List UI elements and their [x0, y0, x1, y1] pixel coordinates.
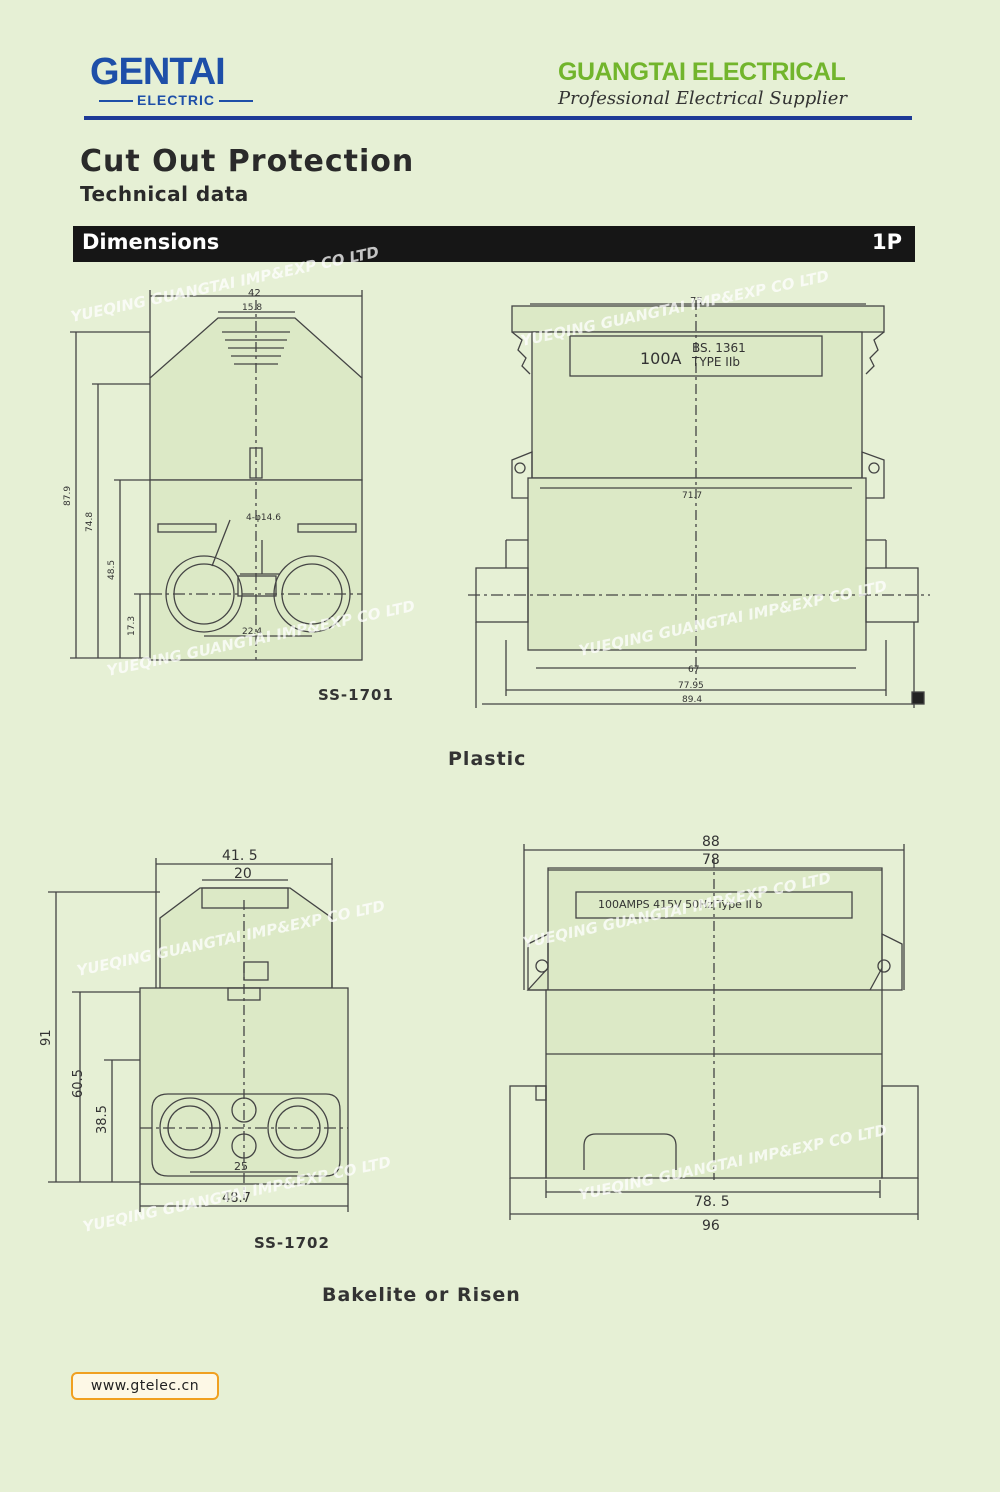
dim-ss1702-top-inner: 20 — [234, 866, 252, 882]
plate-ss1701-rating: 100A — [640, 349, 682, 368]
caption-bakelite: Bakelite or Risen — [322, 1284, 521, 1306]
ss1702-front-view — [509, 844, 919, 1220]
dim-ss1701-top-inner: 15.8 — [242, 303, 262, 313]
dim-ss1701-front-total: 89.4 — [682, 695, 702, 705]
dim-ss1701-h1: 87.9 — [63, 486, 73, 506]
plate-ss1701-standard: BS. 1361 — [692, 341, 746, 355]
dim-ss1701-hole: 4-φ14.6 — [246, 513, 281, 523]
section-label: Dimensions — [82, 230, 220, 254]
model-ss1701: SS-1701 — [318, 686, 394, 704]
company-tagline: Professional Electrical Supplier — [558, 88, 847, 109]
dim-ss1702-top-width: 41. 5 — [222, 848, 258, 864]
page-subtitle: Technical data — [80, 182, 249, 206]
dim-ss1701-h4: 17.3 — [127, 616, 137, 636]
section-poles: 1P — [872, 230, 903, 254]
dim-ss1702-h1: 91 — [39, 1029, 54, 1046]
logo-sub: ELECTRIC — [90, 92, 262, 108]
dim-ss1702-front-top: 88 — [702, 834, 720, 850]
section-bar — [73, 226, 915, 262]
dim-ss1701-front-top: 75 — [690, 296, 703, 307]
model-ss1702: SS-1702 — [254, 1234, 330, 1252]
dim-ss1701-front-inner: 67 — [688, 665, 699, 675]
header-rule — [84, 116, 912, 120]
dim-ss1702-front-bottom: 96 — [702, 1218, 720, 1234]
brand-logo: GENTAI ELECTRIC — [90, 52, 270, 112]
dim-ss1701-hole-spacing: 22.4 — [242, 627, 262, 637]
dim-ss1702-hole-spacing: 25 — [234, 1160, 248, 1173]
plate-ss1701-type: TYPE IIb — [691, 355, 740, 369]
dim-ss1702-h2: 60.5 — [71, 1069, 86, 1098]
dim-ss1701-h2: 74.8 — [85, 512, 95, 532]
plate-ss1702-text: 100AMPS 415V 50Hz Type II b — [598, 898, 762, 911]
ss1701-side-view — [70, 290, 363, 661]
page-title: Cut Out Protection — [80, 144, 415, 179]
ss1702-side-view — [48, 858, 349, 1212]
watermark: YUEQING GUANGTAI IMP&EXP CO LTD — [69, 243, 380, 326]
website-link[interactable]: www.gtelec.cn — [71, 1372, 219, 1400]
company-name: GUANGTAI ELECTRICAL — [558, 58, 846, 86]
dim-ss1702-front-inner-bottom: 78. 5 — [694, 1194, 730, 1210]
dim-ss1702-front-inner-top: 78 — [702, 852, 720, 868]
dim-ss1702-bottom: 48.7 — [222, 1191, 251, 1206]
dim-ss1701-front-outer: 77.95 — [678, 681, 704, 691]
dim-ss1701-front-mid: 71.7 — [682, 491, 702, 501]
dim-ss1701-h3: 48.5 — [107, 560, 117, 580]
ss1701-front-view — [468, 300, 930, 708]
logo-word: GENTAI — [90, 51, 226, 93]
caption-plastic: Plastic — [448, 748, 527, 770]
dim-ss1702-h3: 38.5 — [95, 1105, 110, 1134]
dim-ss1701-top-width: 42 — [248, 288, 261, 299]
